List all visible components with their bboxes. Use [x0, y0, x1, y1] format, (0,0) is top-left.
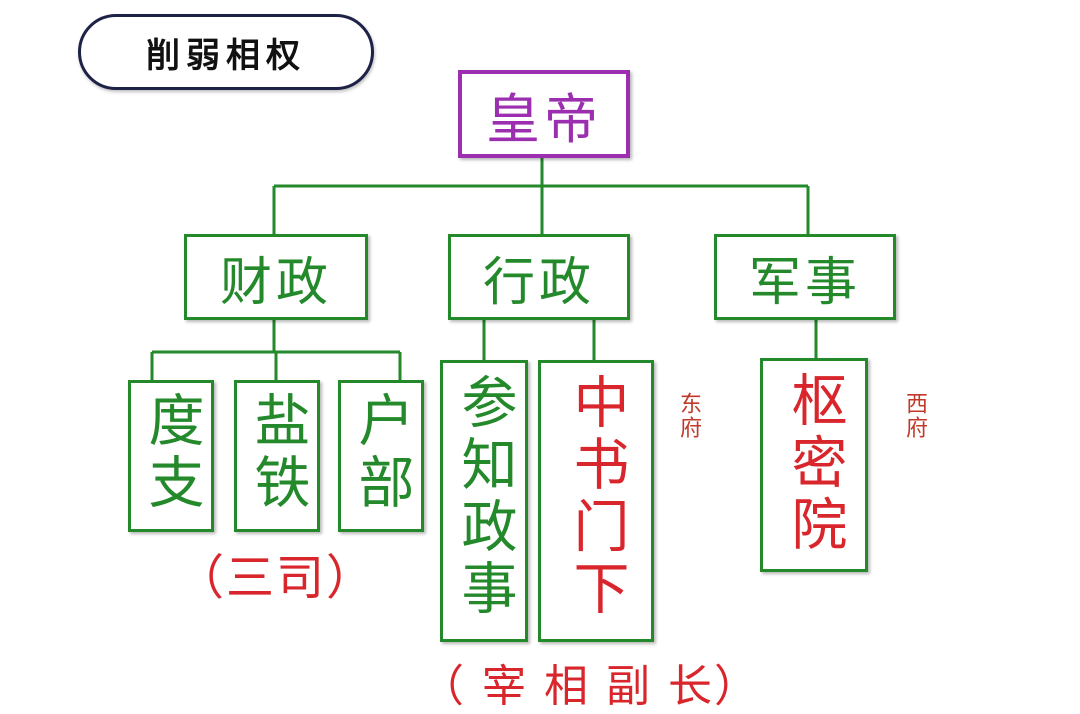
finance-note-sansi: （三司）: [176, 550, 377, 606]
connector-lines: [150, 158, 818, 382]
section-title-badge: 削弱相权: [78, 14, 374, 90]
node-zhongshu-menxia-label: 中书门下: [564, 373, 629, 621]
tag-west-office: 西府: [902, 392, 927, 440]
node-admin-label: 行政: [482, 252, 595, 313]
node-yantie: 盐铁: [234, 380, 320, 532]
node-shumiyuan-label: 枢密院: [782, 371, 847, 557]
node-yantie-label: 盐铁: [245, 391, 310, 515]
section-title: 削弱相权: [146, 35, 306, 76]
node-military: 军事: [714, 234, 896, 320]
bottom-partial-text: （ 宰 相 副 长）: [420, 661, 760, 712]
node-admin: 行政: [448, 234, 630, 320]
node-military-label: 军事: [748, 252, 861, 313]
tag-east-office: 东府: [676, 392, 701, 440]
node-finance-label: 财政: [219, 252, 332, 313]
node-zhongshu-menxia: 中书门下: [538, 360, 654, 642]
node-canzhi-zhengshi: 参知政事: [440, 360, 528, 642]
node-duzhi-label: 度支: [139, 391, 204, 515]
node-emperor: 皇帝: [458, 70, 630, 158]
node-emperor-label: 皇帝: [486, 87, 602, 151]
node-hubu: 户部: [338, 380, 424, 532]
node-finance: 财政: [184, 234, 368, 320]
node-shumiyuan: 枢密院: [760, 358, 868, 572]
node-duzhi: 度支: [128, 380, 214, 532]
node-hubu-label: 户部: [349, 391, 414, 515]
node-canzhi-zhengshi-label: 参知政事: [452, 373, 517, 621]
